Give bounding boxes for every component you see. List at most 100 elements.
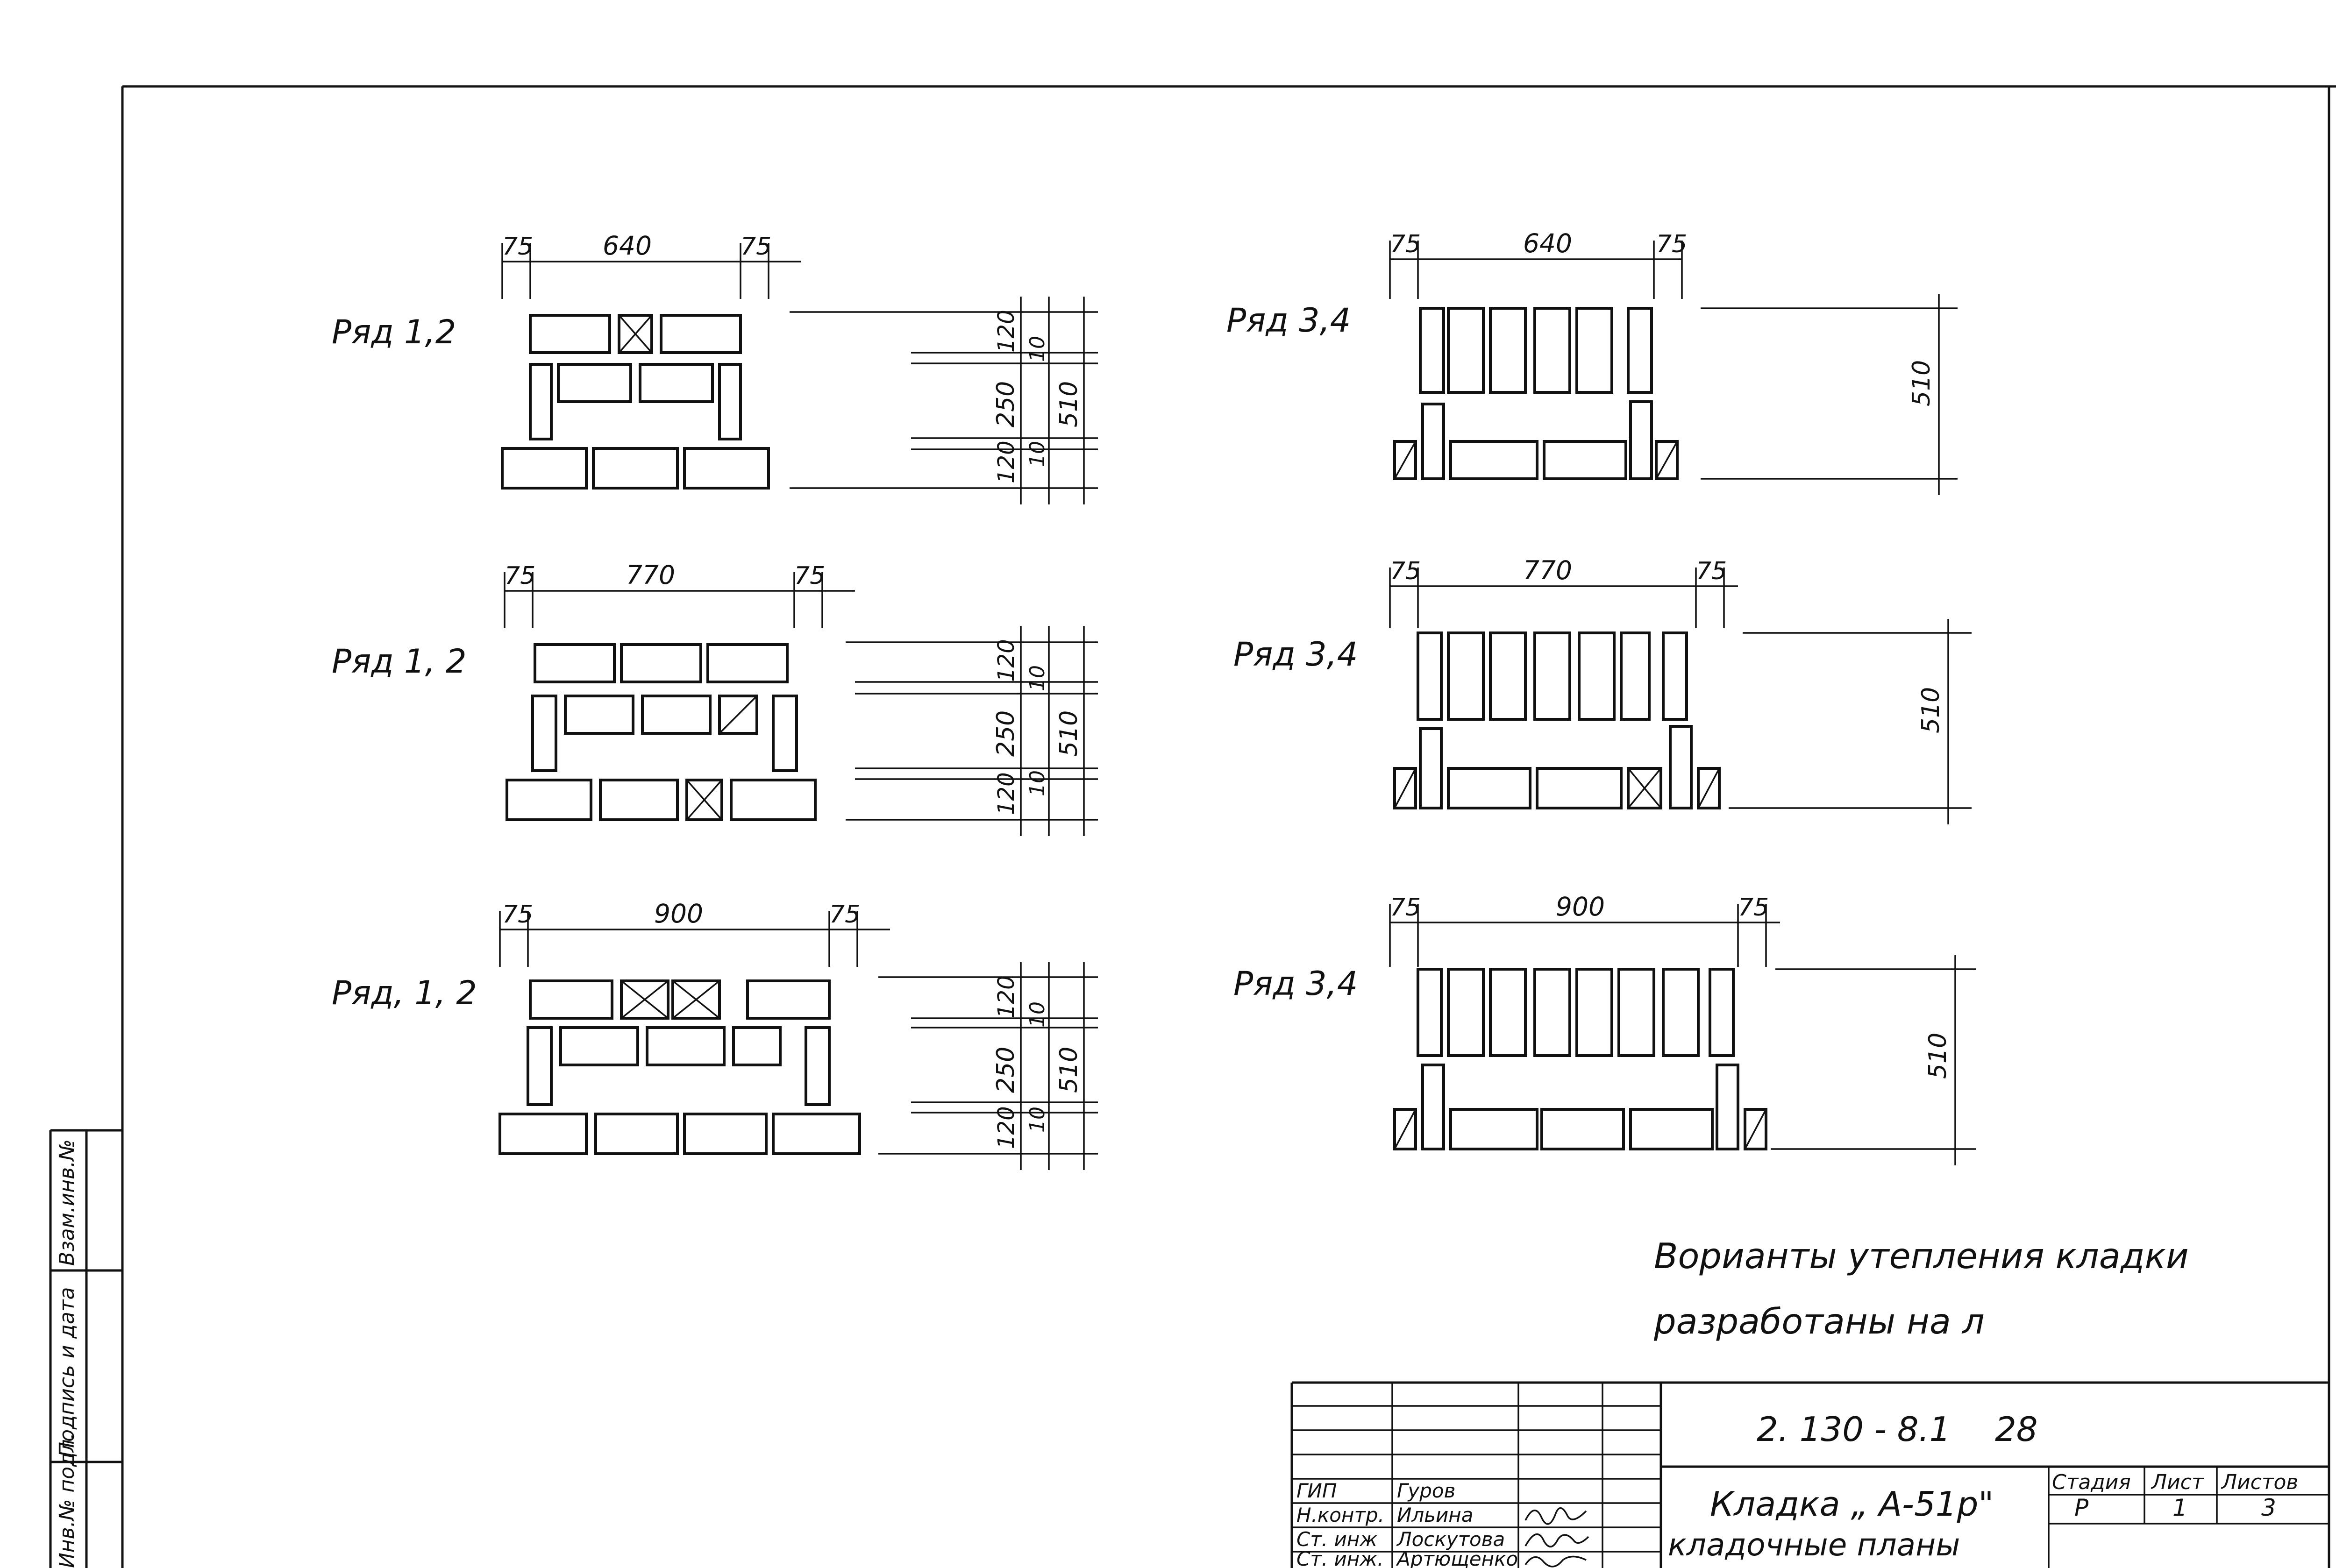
vertical-dimension: 120 250 120 10 10 510 — [878, 962, 1098, 1170]
row-label: Ряд 3,4 — [1233, 635, 1358, 674]
bricks — [1393, 307, 1679, 480]
sheet-frame — [121, 85, 2336, 1568]
dim-left: 75 — [502, 233, 533, 261]
masonry-diagram-3: Ряд, 1, 2 75 900 75 — [332, 899, 1098, 1170]
dim-left: 75 — [1390, 557, 1421, 585]
row-label: Ряд 1,2 — [332, 313, 456, 351]
title-block: 2. 130 - 8.1 28 Кладка „ А-51р" кладочны… — [1290, 1381, 2329, 1568]
role-2: Н.контр. — [1296, 1504, 1384, 1526]
stage-header: Стадия — [2052, 1470, 2131, 1494]
horizontal-dimension: 75 640 75 — [1389, 228, 1687, 299]
note-line-1: Вoрианты утепления кладки — [1654, 1235, 2189, 1277]
bricks — [1393, 968, 1767, 1150]
dim-total: 510 — [1917, 687, 1945, 733]
dim-top: 120 — [993, 975, 1019, 1018]
masonry-diagram-1: Ряд 1,2 75 640 75 — [332, 231, 1098, 504]
dim-mid: 770 — [626, 560, 675, 590]
dim-left: 75 — [1390, 894, 1421, 922]
dim-top: 120 — [993, 310, 1019, 353]
stage-value: Р — [2074, 1494, 2089, 1521]
dim-bottom: 120 — [993, 1106, 1019, 1149]
doc-code: 2. 130 - 8.1 — [1757, 1410, 1951, 1449]
role-3: Ст. инж — [1296, 1528, 1377, 1551]
title-line-1: Кладка „ А-51р" — [1710, 1484, 1994, 1524]
dim-gap-bottom: 10 — [1026, 770, 1049, 796]
masonry-diagram-4: Ряд 3,4 75 640 75 — [1226, 228, 1958, 495]
vertical-dimension: 510 — [1771, 955, 1976, 1165]
side-stamp: Взам.инв.№ Подпись и дата Инв.№ подл. — [49, 1129, 122, 1568]
sheet-value: 1 — [2172, 1494, 2187, 1521]
sheet-header: Лист — [2151, 1470, 2204, 1494]
dim-mid: 900 — [654, 899, 703, 929]
dim-left: 75 — [505, 562, 535, 590]
row-label: Ряд 1, 2 — [332, 642, 467, 681]
dim-gap-bottom: 10 — [1026, 441, 1049, 467]
dim-mid-vertical: 250 — [992, 710, 1020, 757]
side-stamp-cell-3: Инв.№ подл. — [55, 1433, 79, 1568]
dim-total: 510 — [1055, 1047, 1083, 1093]
horizontal-dimension: 75 900 75 — [499, 899, 890, 967]
row-label: Ряд 3,4 — [1226, 301, 1351, 340]
signature-1 — [1524, 1507, 1587, 1525]
dim-mid: 640 — [603, 231, 652, 261]
horizontal-dimension: 75 770 75 — [504, 560, 855, 628]
role-1: ГИП — [1296, 1479, 1337, 1502]
vertical-dimension: 120 250 120 10 10 510 — [790, 297, 1098, 504]
dim-mid: 900 — [1556, 892, 1605, 922]
name-4: Артющенко — [1396, 1547, 1518, 1568]
name-3: Лоскутова — [1396, 1528, 1505, 1551]
bricks — [501, 314, 770, 490]
dim-bottom: 120 — [993, 440, 1019, 483]
dim-total: 510 — [1924, 1033, 1952, 1079]
dim-right: 75 — [1696, 557, 1727, 585]
page-number: 28 — [1995, 1410, 2038, 1449]
insulation-note: Вoрианты утепления кладки разработаны на… — [1653, 1235, 2189, 1342]
bricks — [499, 979, 861, 1155]
vertical-dimension: 510 — [1729, 619, 1972, 824]
vertical-dimension: 120 250 120 10 10 510 — [846, 626, 1098, 836]
sheets-header: Листов — [2221, 1470, 2298, 1494]
dim-top: 120 — [993, 639, 1019, 682]
side-stamp-cell-2: Подпись и дата — [55, 1287, 79, 1457]
dim-right: 75 — [794, 562, 825, 590]
horizontal-dimension: 75 900 75 — [1389, 892, 1780, 967]
dim-left: 75 — [1390, 230, 1421, 258]
dim-right: 75 — [829, 901, 860, 929]
row-label: Ряд 3,4 — [1233, 965, 1358, 1003]
dim-right: 75 — [1738, 894, 1769, 922]
dim-left: 75 — [502, 901, 533, 929]
horizontal-dimension: 75 770 75 — [1389, 555, 1738, 628]
dim-mid-vertical: 250 — [992, 381, 1020, 427]
dim-gap-top: 10 — [1026, 665, 1049, 691]
dim-mid: 640 — [1523, 228, 1572, 258]
title-line-2: кладочные планы — [1668, 1527, 1960, 1563]
vertical-dimension: 510 — [1701, 294, 1958, 495]
dim-mid: 770 — [1523, 555, 1572, 585]
dim-mid-vertical: 250 — [992, 1047, 1020, 1093]
dim-gap-top: 10 — [1026, 1001, 1049, 1028]
side-stamp-cell-1: Взам.инв.№ — [55, 1139, 79, 1266]
dim-right: 75 — [1656, 230, 1687, 258]
bricks — [506, 643, 817, 821]
dim-total: 510 — [1908, 360, 1936, 406]
dim-right: 75 — [741, 233, 771, 261]
role-4: Ст. инж. — [1296, 1547, 1383, 1568]
bricks — [1393, 631, 1721, 809]
name-2: Ильина — [1397, 1504, 1474, 1526]
horizontal-dimension: 75 640 75 — [501, 231, 801, 299]
name-1: Гуров — [1397, 1479, 1455, 1502]
signature-3 — [1524, 1555, 1587, 1568]
dim-bottom: 120 — [993, 772, 1019, 815]
dim-total: 510 — [1055, 710, 1083, 757]
row-label: Ряд, 1, 2 — [332, 974, 477, 1012]
masonry-diagram-5: Ряд 3,4 75 770 75 — [1233, 555, 1972, 824]
dim-gap-bottom: 10 — [1026, 1107, 1049, 1133]
masonry-diagram-2: Ряд 1, 2 75 770 75 — [332, 560, 1098, 836]
dim-total: 510 — [1055, 381, 1083, 427]
note-line-2: разработаны на л — [1653, 1301, 1985, 1342]
dim-gap-top: 10 — [1026, 336, 1049, 362]
masonry-diagram-6: Ряд 3,4 75 900 75 — [1233, 892, 1976, 1165]
sheets-value: 3 — [2261, 1494, 2276, 1521]
signature-2 — [1524, 1533, 1589, 1547]
